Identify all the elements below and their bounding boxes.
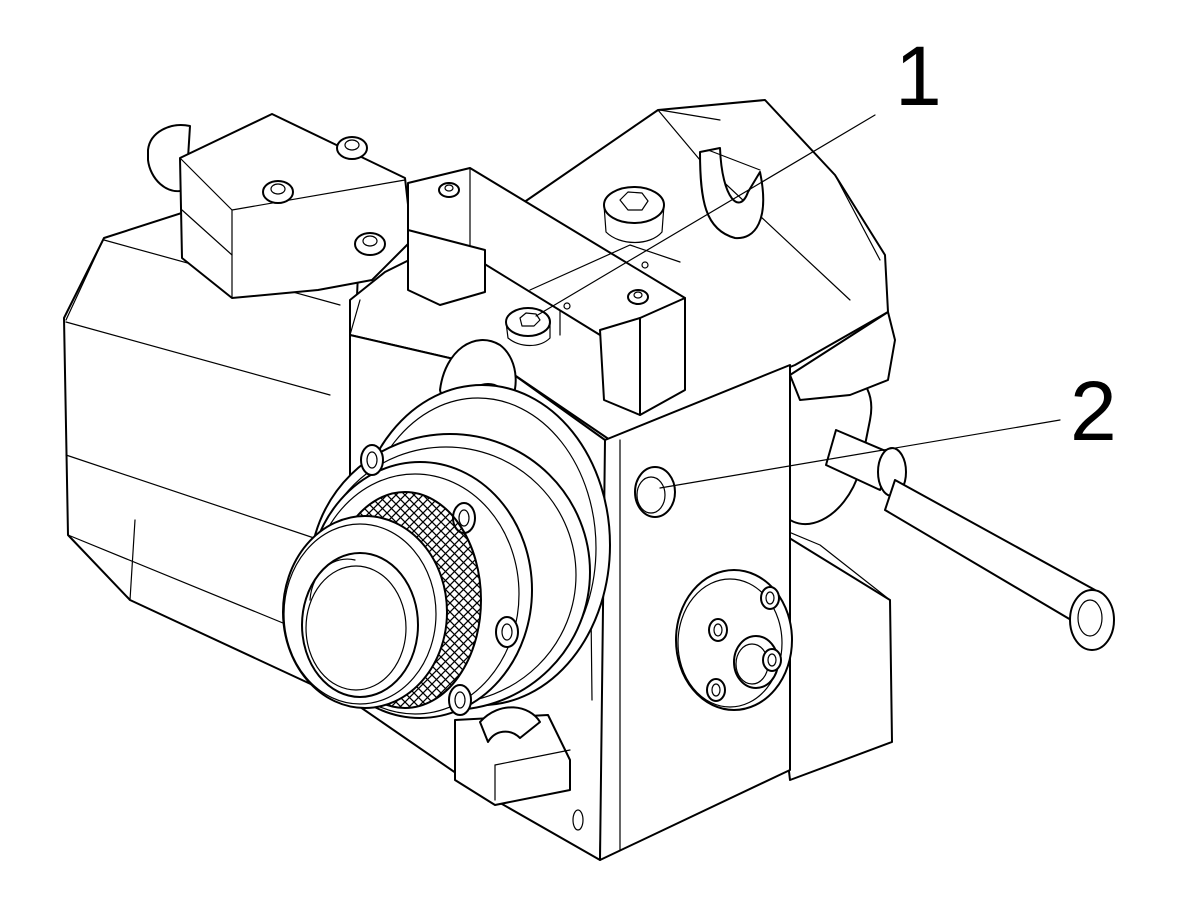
screw-head-icon	[354, 232, 386, 256]
screw-head-icon	[262, 180, 294, 204]
callout-2: 2	[1070, 364, 1117, 458]
side-flange	[675, 569, 793, 711]
screw-head-icon	[336, 136, 368, 160]
leader-line-1	[535, 114, 876, 317]
motor-end-cap	[147, 113, 413, 299]
callout-1: 1	[895, 29, 942, 123]
base-slot	[454, 706, 584, 831]
lever-handle	[779, 367, 1115, 651]
leader-line-2	[659, 419, 1061, 489]
plug-icon	[634, 466, 676, 518]
knurled-collet-nut	[282, 491, 482, 709]
